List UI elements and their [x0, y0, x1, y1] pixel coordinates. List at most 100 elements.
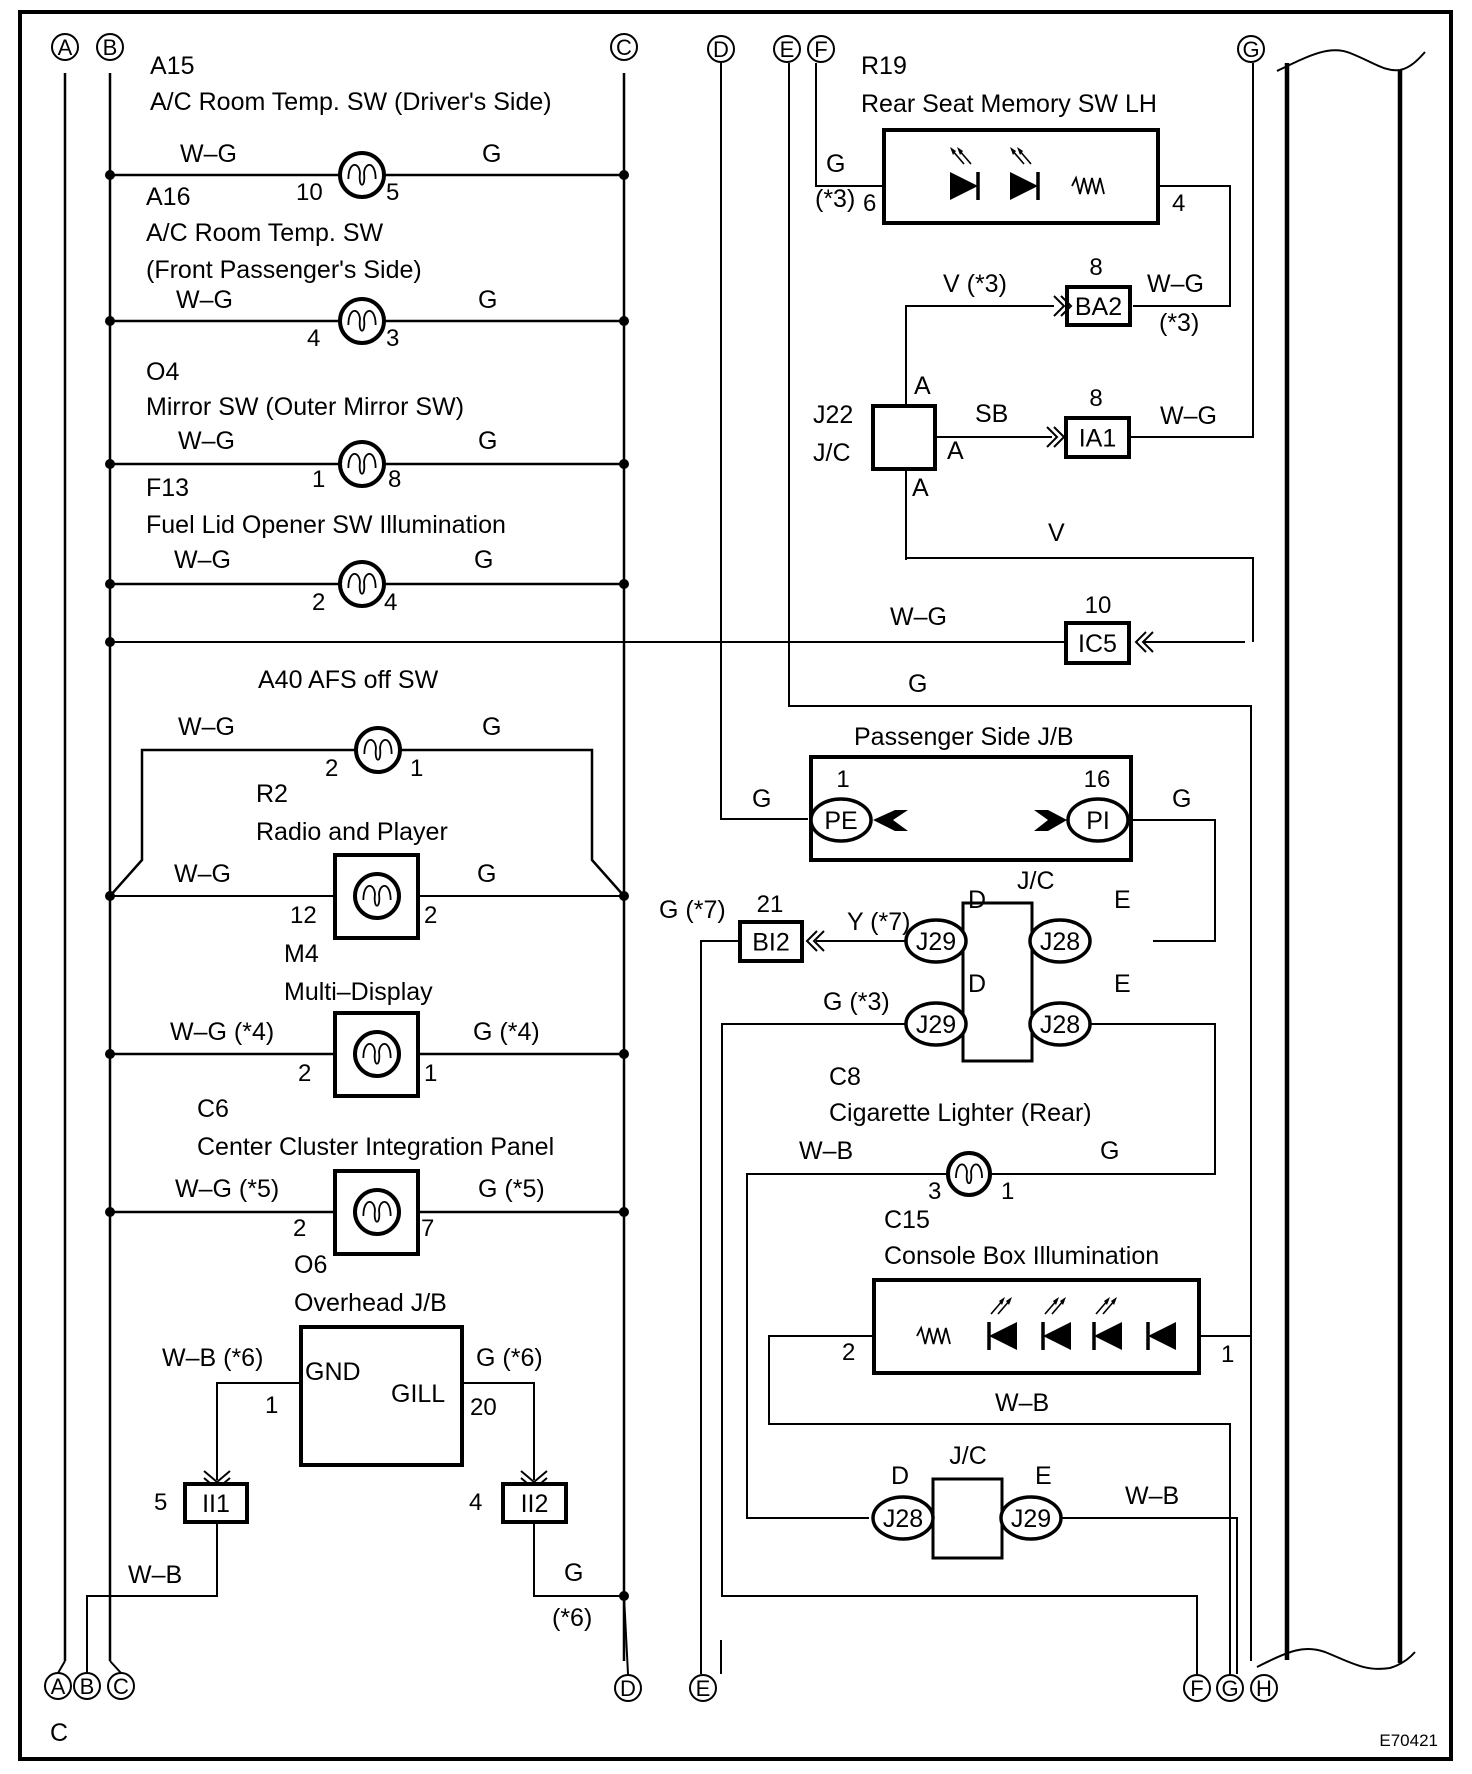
- r2-pin-in: 12: [290, 902, 317, 929]
- light-arrowhead: [950, 147, 956, 155]
- c8-wire-out: G: [1100, 1137, 1119, 1165]
- bus-connector-a-top: A: [51, 33, 79, 61]
- bus-connector-circle: [707, 35, 735, 63]
- o4-bulb-icon: [338, 440, 386, 488]
- bus-connector-letter: G: [1221, 1676, 1238, 1701]
- bus-connector-circle: [1183, 1674, 1211, 1702]
- c6-wire-out: G (*5): [478, 1175, 545, 1203]
- wires: [57, 63, 1254, 1675]
- c15-led-1-icon: [987, 1297, 1017, 1350]
- diode-triangle: [989, 1322, 1017, 1350]
- ia1-connector: [1064, 416, 1131, 459]
- c6-bulb-icon: [353, 1188, 401, 1236]
- bus-connector-circle: [610, 33, 638, 61]
- jc-upper-d-1: D: [968, 886, 986, 914]
- c8-name: Cigarette Lighter (Rear): [829, 1099, 1092, 1127]
- o6-pin-left: 1: [265, 1392, 278, 1419]
- a40-pin-in: 2: [325, 755, 338, 782]
- bus-connector-e-top: E: [773, 35, 801, 63]
- filament: [347, 573, 377, 595]
- m4-pin-in: 2: [298, 1060, 311, 1087]
- junction-dot: [619, 1207, 629, 1217]
- junction-dot: [105, 459, 115, 469]
- filament: [362, 885, 392, 907]
- r19-name: Rear Seat Memory SW LH: [861, 90, 1157, 118]
- wire-ii2-to-c: [533, 1522, 624, 1597]
- diode-triangle: [1043, 1322, 1071, 1350]
- pi-connector: [1066, 797, 1130, 843]
- r19-resistor-icon: [1071, 175, 1105, 195]
- light-arrowhead: [1017, 147, 1023, 155]
- ic5-chevron-icon: [1134, 631, 1154, 653]
- bus-connector-f-bottom: F: [1183, 1674, 1211, 1702]
- ii1-connector-code: II1: [202, 1490, 230, 1518]
- diode-triangle: [950, 172, 978, 200]
- bus-connector-letter: E: [696, 1676, 711, 1701]
- r19-note-in: (*3): [815, 185, 855, 213]
- wire-a40-in: [109, 748, 356, 897]
- c8-pin-out: 1: [1001, 1178, 1014, 1205]
- bulb-outline: [338, 297, 386, 345]
- bi2-pin: 21: [757, 891, 784, 918]
- f13-name: Fuel Lid Opener SW Illumination: [146, 511, 506, 539]
- c15-wire-below: W–B: [995, 1389, 1049, 1417]
- passenger-jb-name: Passenger Side J/B: [854, 723, 1074, 751]
- pe-arrow-icon: [873, 810, 908, 831]
- r2-name: Radio and Player: [256, 818, 448, 846]
- ic5-wire-in: W–G: [890, 603, 947, 631]
- c8-pin-in: 3: [928, 1178, 941, 1205]
- c15-code: C15: [884, 1206, 930, 1234]
- chevron: [1046, 426, 1059, 448]
- a16-name-1: A/C Room Temp. SW: [146, 219, 384, 247]
- bus-connector-circle: [773, 35, 801, 63]
- e-wire-label: G: [908, 670, 927, 698]
- filament: [363, 739, 393, 761]
- j22-term-right: A: [947, 437, 964, 465]
- bi2-wire-left: G (*7): [659, 896, 726, 924]
- pe-pin: 1: [836, 766, 849, 793]
- o4-code: O4: [146, 358, 179, 386]
- a15-pin-in: 10: [296, 179, 323, 206]
- light-arrowhead: [1010, 147, 1016, 155]
- o4-pin-out: 8: [388, 466, 401, 493]
- j22-type: J/C: [813, 439, 851, 467]
- light-arrowhead: [999, 1297, 1005, 1305]
- f13-bulb-icon: [338, 560, 386, 608]
- r2-code: R2: [256, 780, 288, 808]
- r2-wire-out: G: [477, 860, 496, 888]
- bi2-connector-code: BI2: [752, 929, 790, 957]
- jc-lower-j29-label: J29: [1011, 1505, 1051, 1533]
- wire-j22-to-ba2: [905, 305, 1054, 412]
- wire-c8-to-jc: [746, 1173, 948, 1519]
- m4-code: M4: [284, 940, 319, 968]
- light-arrowhead: [1060, 1297, 1066, 1305]
- j22-term-bottom: A: [912, 474, 929, 502]
- bus-connector-letter: C: [616, 35, 632, 60]
- wire-o6-gnd: [216, 1382, 301, 1480]
- chevron: [1060, 295, 1073, 317]
- wire-a40-out: [400, 748, 625, 897]
- filament: [362, 1201, 392, 1223]
- a40-pin-out: 1: [410, 755, 423, 782]
- filament: [955, 1163, 983, 1185]
- junction-dot: [105, 316, 115, 326]
- wire-d: [720, 63, 808, 820]
- ba2-note-out: (*3): [1159, 309, 1199, 337]
- filament: [347, 310, 377, 332]
- pi-pin: 16: [1084, 766, 1111, 793]
- jc-upper-e-2: E: [1114, 970, 1131, 998]
- jc-upper-unit: [961, 901, 1034, 1063]
- pe-connector-label: PE: [824, 807, 857, 835]
- c15-led-4-icon: [1146, 1322, 1176, 1350]
- bulb-outline: [946, 1151, 992, 1197]
- ba2-connector-code: BA2: [1075, 293, 1122, 321]
- c15-resistor-icon: [916, 1325, 951, 1345]
- wire-bi2-to-e: [700, 940, 740, 1674]
- r2-pin-out: 2: [424, 902, 437, 929]
- o4-pin-in: 1: [312, 466, 325, 493]
- a15-wire-in: W–G: [180, 140, 237, 168]
- chevron: [812, 930, 825, 952]
- wire-e-to-h: [788, 63, 1252, 1661]
- o6-unit: [299, 1325, 464, 1467]
- junction-dot: [105, 170, 115, 180]
